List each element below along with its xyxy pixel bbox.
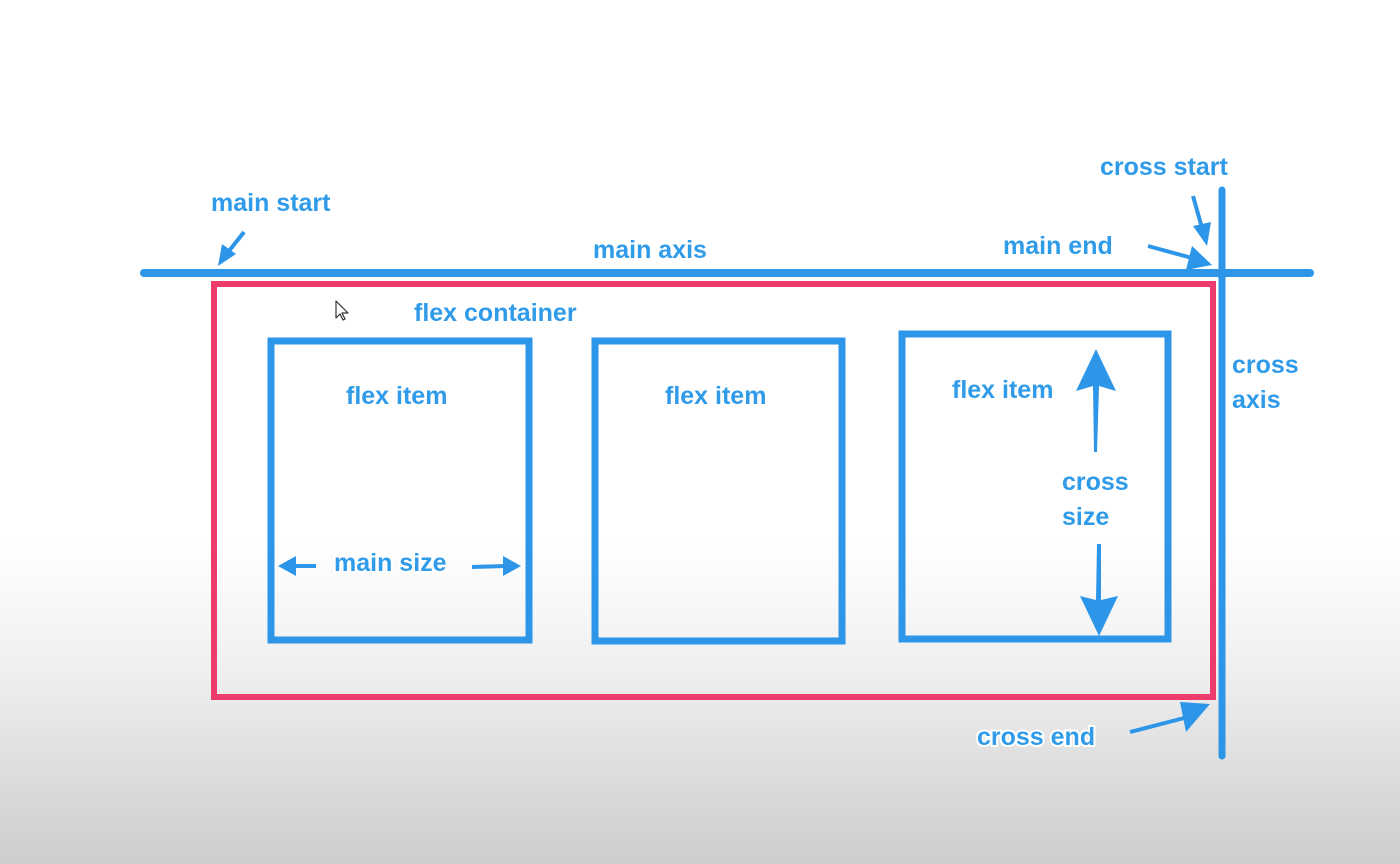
main-start-label: main start xyxy=(211,189,331,217)
flex-item-box-1 xyxy=(267,337,533,644)
cross-start-label: cross start xyxy=(1100,153,1229,181)
flex-item-box-2 xyxy=(591,337,846,645)
cross-end-label: cross end xyxy=(977,723,1095,751)
flex-item-label-3: flex item xyxy=(952,376,1053,404)
main-end-arrow xyxy=(1147,244,1212,270)
flex-item-label-1: flex item xyxy=(346,382,447,410)
cross-axis-label-line1: cross xyxy=(1232,351,1299,379)
main-size-left-arrow xyxy=(278,556,316,576)
cross-size-up-arrow xyxy=(1076,349,1116,452)
main-end-label: main end xyxy=(1003,232,1113,260)
cross-start-arrow xyxy=(1191,195,1211,246)
main-axis-label: main axis xyxy=(593,236,707,264)
cross-size-label-line1: cross xyxy=(1062,468,1129,496)
main-size-label: main size xyxy=(334,549,447,577)
mouse-pointer-icon xyxy=(335,300,349,321)
main-size-right-arrow xyxy=(471,556,521,576)
flex-item-label-2: flex item xyxy=(665,382,766,410)
cross-size-label-line2: size xyxy=(1062,503,1109,531)
flex-container-label: flex container xyxy=(414,299,577,327)
cross-end-arrow xyxy=(1129,702,1210,734)
cross-size-down-arrow xyxy=(1080,544,1118,636)
flex-item-box-3 xyxy=(898,330,1172,643)
flex-container-box xyxy=(211,281,1216,700)
main-start-arrow xyxy=(218,230,246,266)
cross-axis-label-line2: axis xyxy=(1232,386,1281,414)
